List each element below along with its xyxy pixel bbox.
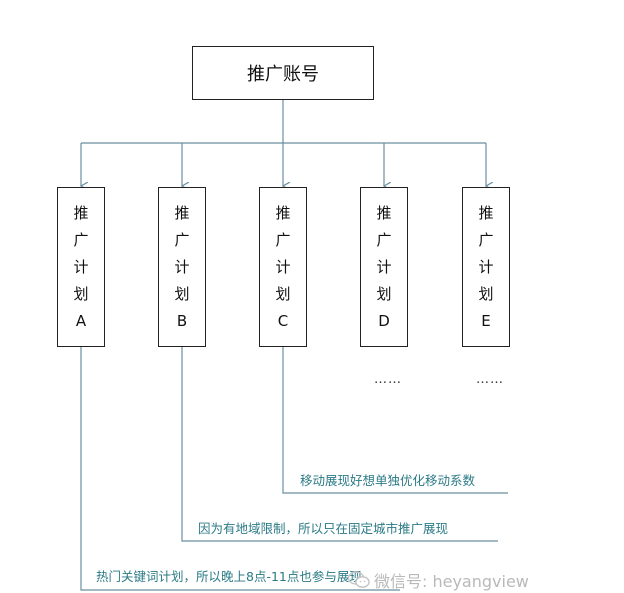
note-line-c: [282, 347, 508, 494]
watermark: 微信号: heyangview: [348, 568, 529, 592]
note-plan-c: 移动展现好想单独优化移动系数: [300, 473, 476, 488]
plan-a-char: 推: [73, 203, 89, 222]
plan-a-char: A: [75, 311, 87, 330]
plan-b-char: 计: [174, 257, 190, 276]
plan-e-char: 推: [478, 203, 494, 222]
plan-e-char: 广: [478, 230, 494, 249]
plan-b-char: 推: [174, 203, 190, 222]
ellipsis-d: ……: [374, 372, 402, 387]
plan-d-char: 计: [376, 257, 392, 276]
plan-box-e: 推 广 计 划 E: [462, 187, 510, 347]
plan-b-char: 划: [174, 284, 190, 303]
root-account-label: 推广账号: [247, 64, 319, 85]
plan-c-char: C: [277, 311, 289, 330]
plan-e-char: 划: [478, 284, 494, 303]
plan-a-char: 划: [73, 284, 89, 303]
note-line-a: [80, 347, 400, 591]
plan-box-c: 推 广 计 划 C: [259, 187, 307, 347]
plan-e-char: 计: [478, 257, 494, 276]
plan-c-char: 划: [275, 284, 291, 303]
root-account-box: 推广账号: [192, 46, 374, 100]
plan-b-char: 广: [174, 230, 190, 249]
plan-d-char: 推: [376, 203, 392, 222]
plan-a-char: 计: [73, 257, 89, 276]
plan-box-d: 推 广 计 划 D: [360, 187, 408, 347]
watermark-text: 微信号: heyangview: [374, 572, 529, 591]
note-line-b: [181, 347, 498, 542]
plan-c-char: 广: [275, 230, 291, 249]
plan-c-char: 计: [275, 257, 291, 276]
wechat-icon: [348, 571, 370, 588]
note-plan-a: 热门关键词计划，所以晚上8点-11点也参与展现: [96, 569, 362, 584]
note-plan-b: 因为有地域限制，所以只在固定城市推广展现: [198, 521, 449, 536]
plan-d-char: 划: [376, 284, 392, 303]
plan-e-char: E: [481, 311, 491, 330]
plan-box-a: 推 广 计 划 A: [57, 187, 105, 347]
plan-a-char: 广: [73, 230, 89, 249]
ellipsis-e: ……: [476, 372, 504, 387]
plan-box-b: 推 广 计 划 B: [158, 187, 206, 347]
plan-c-char: 推: [275, 203, 291, 222]
plan-d-char: 广: [376, 230, 392, 249]
plan-b-char: B: [176, 311, 188, 330]
plan-d-char: D: [378, 311, 390, 330]
